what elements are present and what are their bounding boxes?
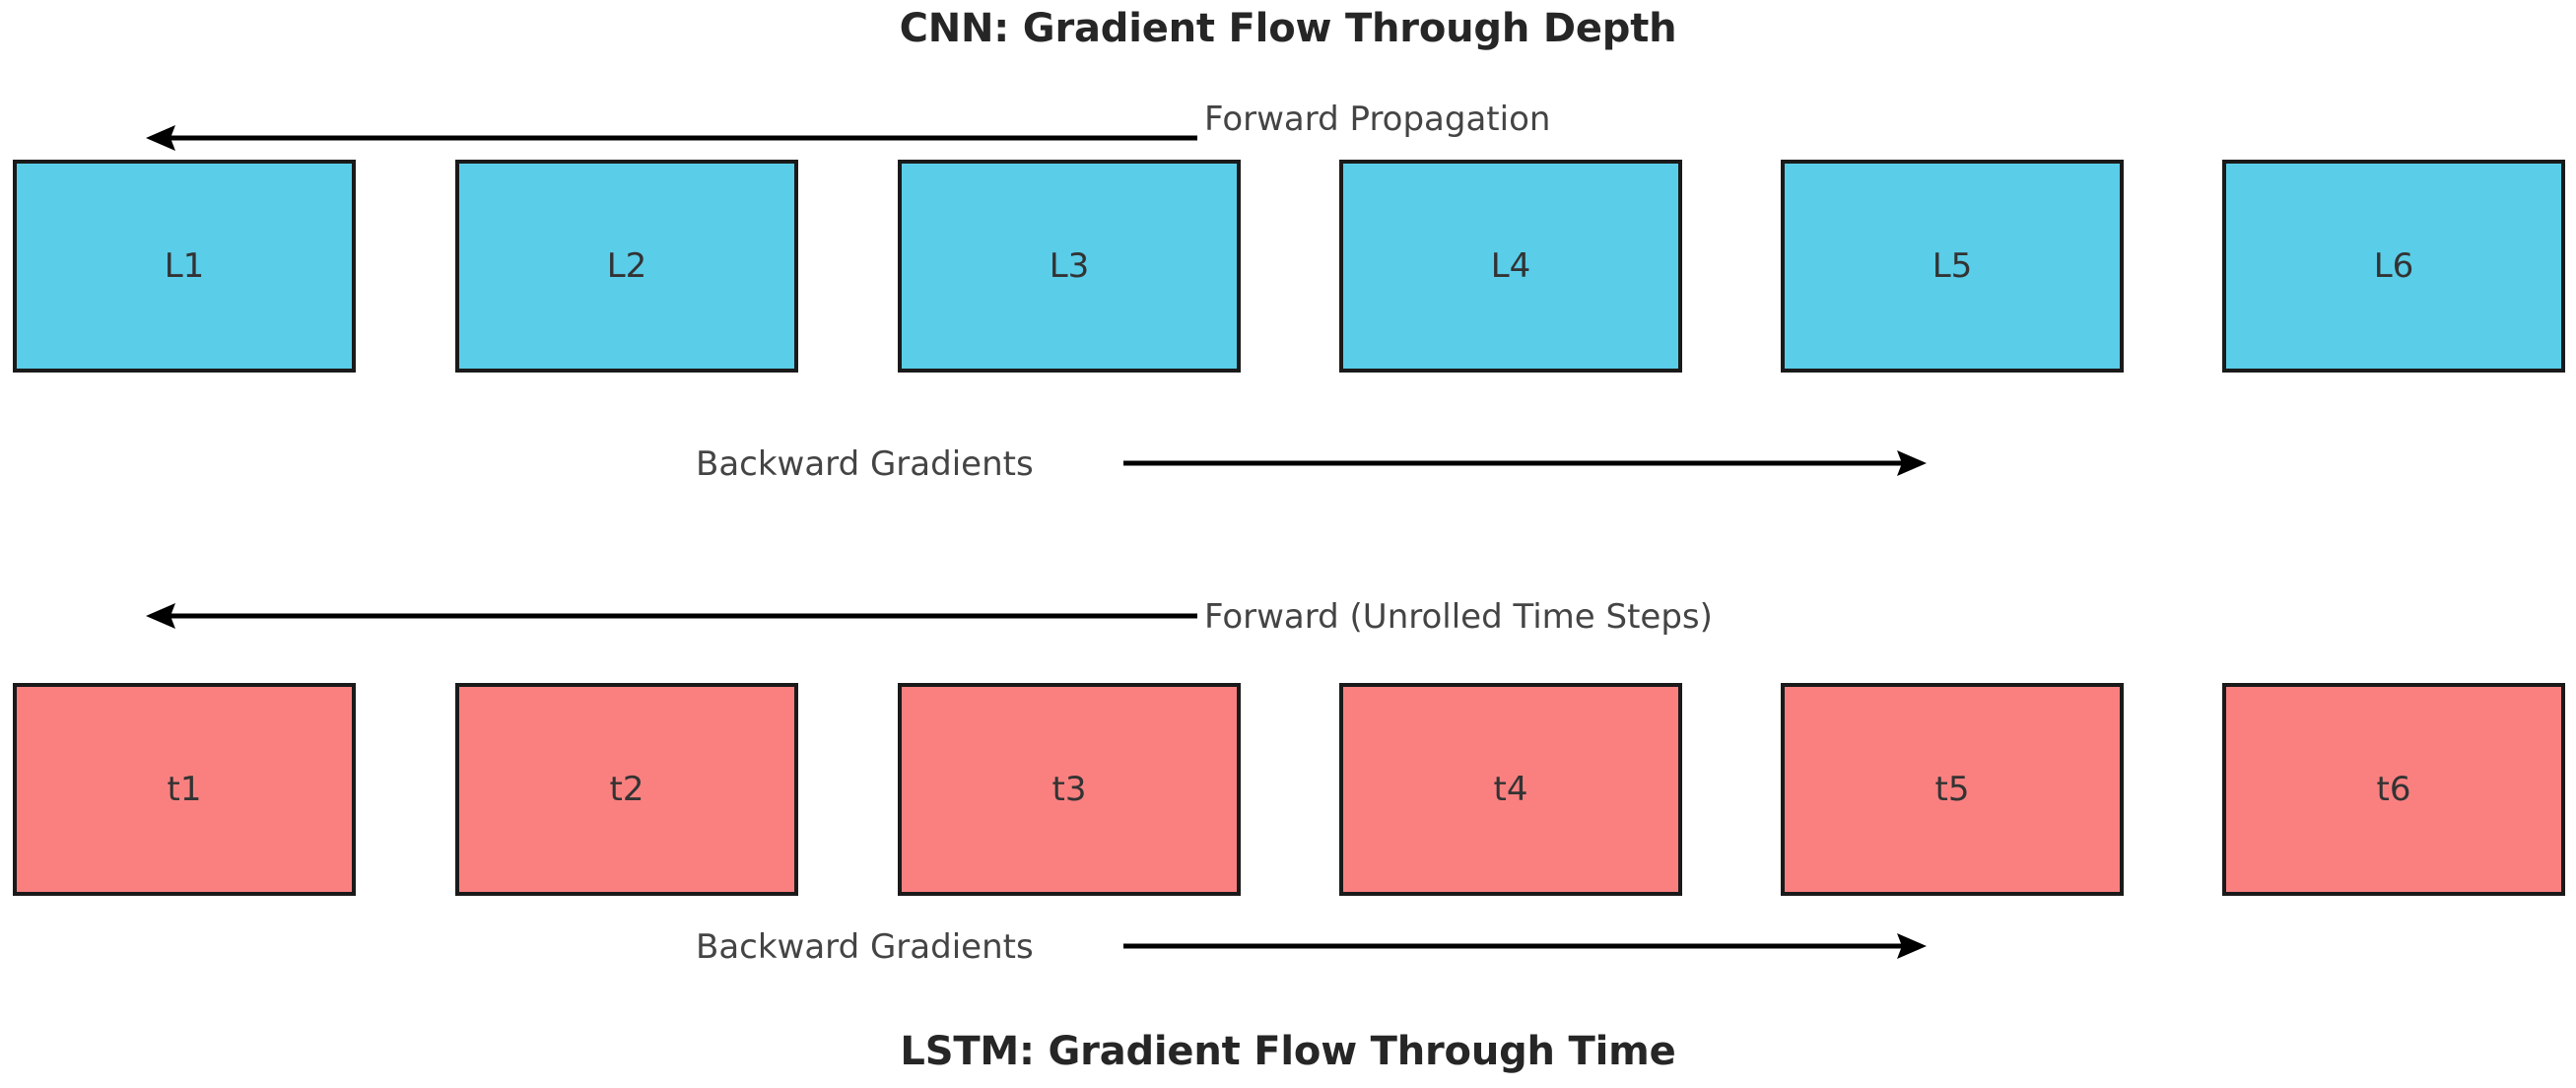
lstm-node-t4[interactable]: t4 (1339, 683, 1682, 896)
lstm-node-t6-label: t6 (2376, 770, 2411, 809)
lstm-node-t2-label: t2 (609, 770, 644, 809)
cnn-node-l2-label: L2 (606, 246, 647, 286)
cnn-node-l6-label: L6 (2373, 246, 2414, 286)
cnn-forward-label: Forward Propagation (1204, 100, 1551, 139)
lstm-node-t3-label: t3 (1051, 770, 1087, 809)
lstm-node-t4-label: t4 (1493, 770, 1528, 809)
cnn-node-l4[interactable]: L4 (1339, 160, 1682, 373)
cnn-node-l2[interactable]: L2 (455, 160, 798, 373)
cnn-node-l1-label: L1 (164, 246, 205, 286)
lstm-section-title: LSTM: Gradient Flow Through Time (900, 1029, 1676, 1074)
cnn-forward-arrow (146, 125, 1197, 151)
cnn-node-l5-label: L5 (1932, 246, 1973, 286)
lstm-node-t2[interactable]: t2 (455, 683, 798, 896)
lstm-node-t5[interactable]: t5 (1781, 683, 2124, 896)
cnn-node-l3-label: L3 (1049, 246, 1090, 286)
cnn-node-l1[interactable]: L1 (13, 160, 356, 373)
cnn-backward-arrow (1123, 450, 1927, 476)
lstm-node-t1[interactable]: t1 (13, 683, 356, 896)
lstm-node-t3[interactable]: t3 (898, 683, 1241, 896)
cnn-node-l5[interactable]: L5 (1781, 160, 2124, 373)
cnn-node-l3[interactable]: L3 (898, 160, 1241, 373)
lstm-node-t6[interactable]: t6 (2222, 683, 2565, 896)
cnn-backward-label: Backward Gradients (696, 444, 1034, 484)
cnn-node-l4-label: L4 (1490, 246, 1531, 286)
cnn-node-l6[interactable]: L6 (2222, 160, 2565, 373)
lstm-forward-arrow (146, 603, 1197, 629)
lstm-backward-label: Backward Gradients (696, 927, 1034, 967)
cnn-section-title: CNN: Gradient Flow Through Depth (899, 6, 1677, 51)
lstm-node-t5-label: t5 (1934, 770, 1970, 809)
lstm-backward-arrow (1123, 933, 1927, 959)
lstm-forward-label: Forward (Unrolled Time Steps) (1204, 597, 1713, 637)
lstm-node-t1-label: t1 (167, 770, 202, 809)
